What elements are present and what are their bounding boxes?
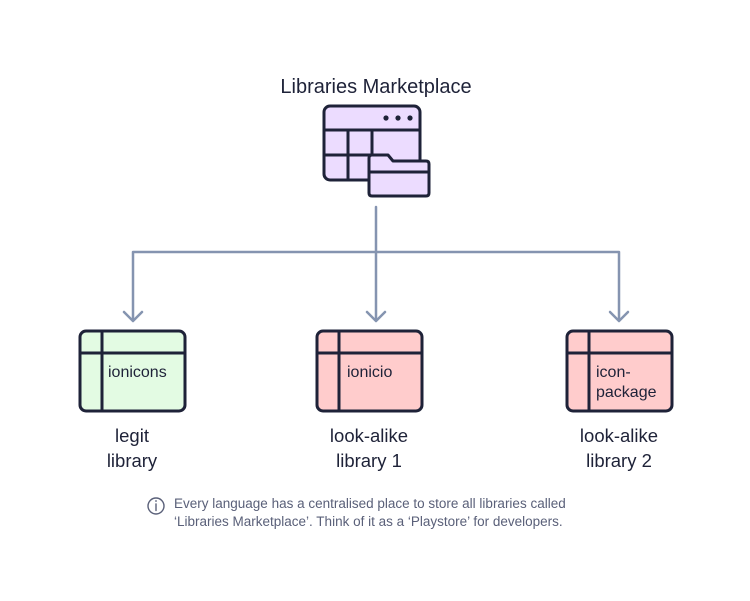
library-caption: library 2 xyxy=(586,450,652,471)
marketplace-icon xyxy=(322,104,431,198)
arrowhead-icon xyxy=(608,310,630,323)
library-name: icon- xyxy=(596,364,631,381)
library-name: package xyxy=(596,384,657,401)
note-text-line: Every language has a centralised place t… xyxy=(174,496,566,511)
library-caption: look-alike xyxy=(330,425,408,446)
library-caption: look-alike xyxy=(580,425,658,446)
branch-line xyxy=(131,250,621,322)
note-text-line: ‘Libraries Marketplace’. Think of it as … xyxy=(174,514,563,529)
library-caption: library 1 xyxy=(336,450,402,471)
arrowhead-icon xyxy=(365,310,387,323)
window-dot-icon xyxy=(395,115,401,121)
library-box xyxy=(78,329,187,413)
library-box xyxy=(565,329,674,413)
page-title: Libraries Marketplace xyxy=(280,76,471,98)
library-box xyxy=(315,329,424,413)
window-dot-icon xyxy=(407,115,413,121)
arrowhead-icon xyxy=(122,310,144,323)
library-card-lookalike-2: icon- package xyxy=(565,329,674,413)
window-dot-icon xyxy=(383,115,389,121)
library-card-lookalike-1: ionicio xyxy=(315,329,424,413)
library-name: ionicio xyxy=(347,364,392,381)
info-circle-icon xyxy=(147,497,165,515)
library-card-legit: ionicons xyxy=(78,329,187,413)
library-name: ionicons xyxy=(108,364,167,381)
library-caption: legit xyxy=(115,425,149,446)
connector-lines xyxy=(122,205,630,323)
library-caption: library xyxy=(107,450,158,471)
folder-icon xyxy=(367,153,431,198)
